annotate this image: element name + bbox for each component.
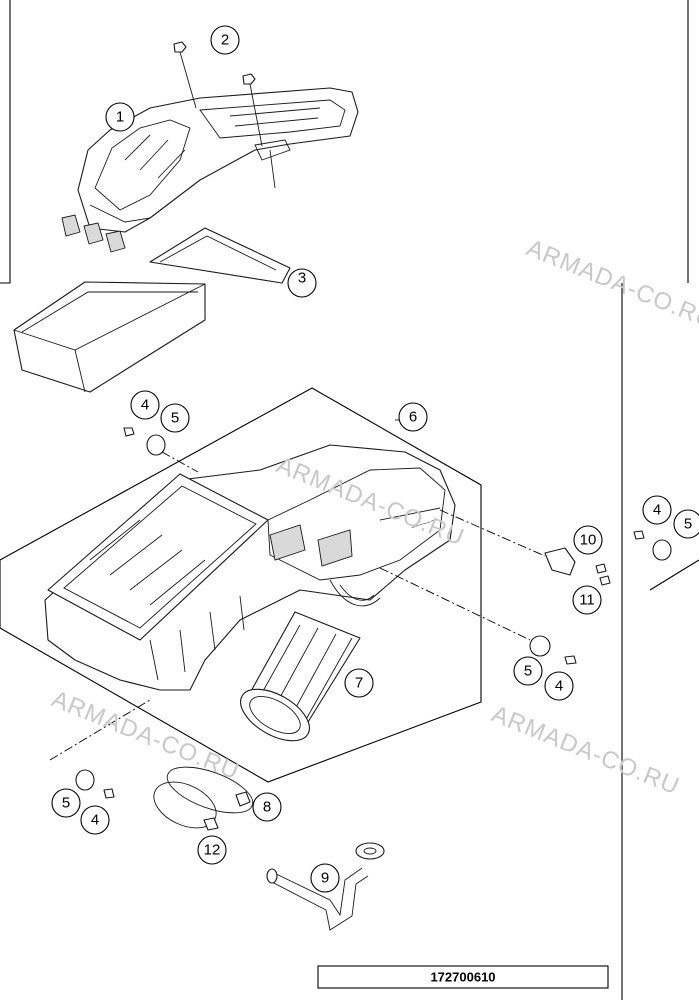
callout-11: 11: [572, 585, 602, 615]
watermark-1: ARMADA-CO.RU: [523, 235, 699, 335]
svg-text:4: 4: [91, 812, 99, 829]
svg-text:6: 6: [409, 409, 417, 426]
svg-text:4: 4: [653, 502, 661, 519]
air-filter: [13, 227, 291, 393]
bushing-edge: [633, 530, 699, 591]
callout-5: 5: [160, 403, 190, 433]
callout-3: 3: [287, 268, 317, 298]
svg-text:11: 11: [579, 592, 595, 609]
callout-8: 8: [252, 792, 282, 822]
callout-2: 2: [210, 25, 240, 55]
callout-4-right: 4: [544, 671, 574, 701]
airbox-body: ~~~~~~: [0, 387, 482, 783]
callout-7: 7: [344, 668, 374, 698]
callout-9: 9: [310, 863, 340, 893]
watermark-3: ARMADA-CO.RU: [488, 701, 684, 801]
callout-6: 6: [398, 402, 428, 432]
svg-text:9: 9: [321, 870, 329, 887]
svg-text:2: 2: [221, 32, 229, 49]
bushing-top: [123, 427, 199, 473]
intake-boot: [240, 611, 361, 742]
hose-clamps: [153, 766, 254, 831]
bushing-bottom: [49, 699, 151, 799]
svg-text:8: 8: [263, 799, 271, 816]
svg-text:5: 5: [684, 516, 692, 533]
callout-12: 12: [197, 835, 227, 865]
callout-4-bottom: 4: [80, 805, 110, 835]
reference-number: 172700610: [430, 970, 495, 985]
svg-text:1: 1: [116, 109, 124, 126]
svg-text:5: 5: [524, 663, 532, 680]
callout-5-bottom: 5: [51, 788, 81, 818]
svg-text:5: 5: [171, 410, 179, 427]
airbox-cover: [61, 87, 359, 253]
callout-1: 1: [105, 102, 135, 132]
callout-4-edge: 4: [642, 495, 672, 525]
bushing-right: [379, 567, 577, 665]
callout-4: 4: [130, 390, 160, 420]
svg-text:4: 4: [141, 397, 149, 414]
callout-10: 10: [573, 525, 603, 555]
reference-number-box: 172700610: [317, 965, 609, 989]
cover-bolt: [173, 41, 263, 147]
callout-5-right: 5: [513, 656, 543, 686]
svg-text:12: 12: [204, 842, 221, 859]
svg-text:7: 7: [355, 675, 363, 692]
sensor: [439, 509, 611, 586]
svg-text:3: 3: [298, 270, 306, 287]
callout-5-edge: 5: [673, 509, 699, 539]
watermark-4: ARMADA-CO.RU: [48, 686, 244, 786]
svg-text:10: 10: [580, 532, 597, 549]
breather-hose: [266, 842, 385, 931]
svg-text:4: 4: [555, 678, 563, 695]
svg-text:5: 5: [62, 795, 70, 812]
